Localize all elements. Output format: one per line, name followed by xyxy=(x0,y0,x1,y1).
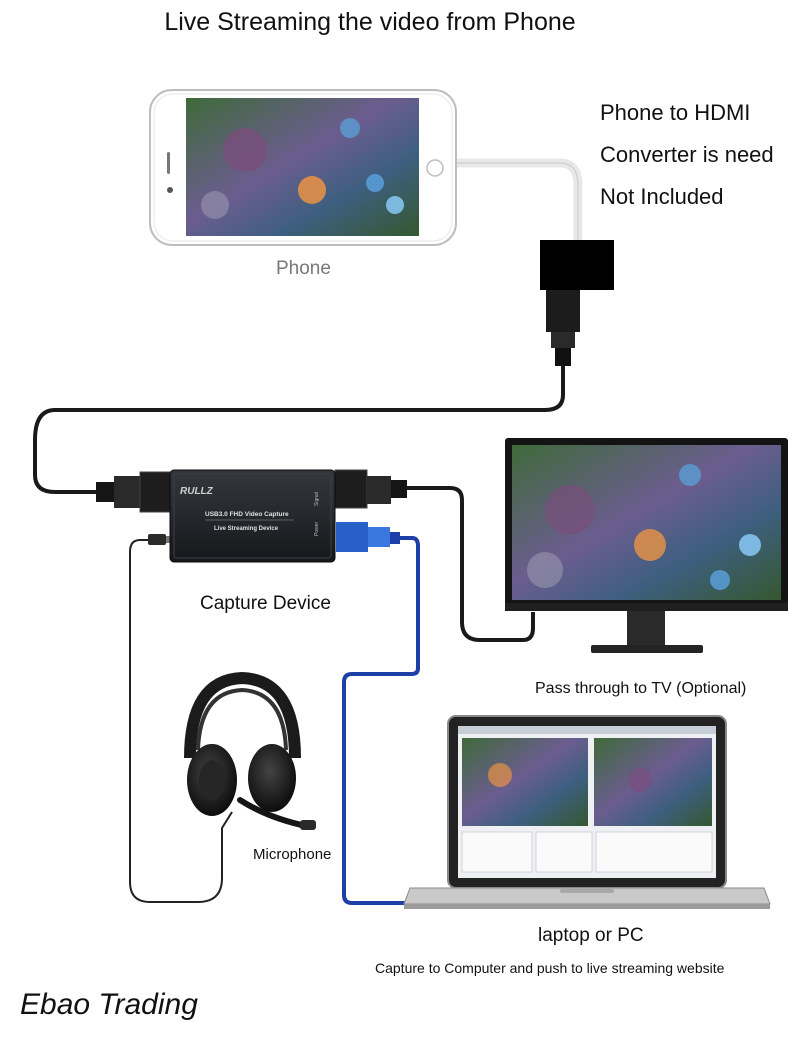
headset xyxy=(184,671,316,830)
tv-monitor xyxy=(505,438,788,653)
phone-lightning-cable xyxy=(455,158,583,240)
usb-plug xyxy=(336,522,400,552)
device-model: USB3.0 FHD Video Capture xyxy=(205,511,289,518)
diagram-title: Live Streaming the video from Phone xyxy=(164,8,576,36)
note-line-2: Converter is need xyxy=(600,142,774,167)
capture-device-label: Capture Device xyxy=(200,593,331,614)
mic-boom xyxy=(237,797,309,829)
hdmi-output-cable xyxy=(405,486,535,642)
phone-label: Phone xyxy=(276,258,331,279)
audio-cable xyxy=(129,539,233,903)
device-port-power: Power xyxy=(314,521,320,536)
capture-device: RULLZ USB3.0 FHD Video Capture Live Stre… xyxy=(169,469,336,563)
adapter-hdmi-plug xyxy=(546,290,580,366)
audio-jack-plug xyxy=(148,534,172,545)
input-hdmi-plug xyxy=(96,471,171,513)
phone xyxy=(149,89,457,246)
laptop xyxy=(403,715,771,909)
device-subtitle: Live Streaming Device xyxy=(214,526,279,532)
phone-screen xyxy=(186,98,419,236)
device-brand: RULLZ xyxy=(180,486,214,497)
phone-camera-icon xyxy=(167,187,173,193)
phone-speaker-icon xyxy=(167,152,170,174)
note-line-3: Not Included xyxy=(600,184,724,209)
output-hdmi-plug xyxy=(334,469,407,509)
hdmi-input-cable xyxy=(33,365,565,494)
note-line-1: Phone to HDMI xyxy=(600,100,751,125)
phone-home-button-icon xyxy=(426,159,444,177)
brand-watermark: Ebao Trading xyxy=(20,988,198,1021)
usb-cable xyxy=(342,536,420,905)
laptop-label: laptop or PC xyxy=(538,925,644,946)
microphone-label: Microphone xyxy=(253,846,332,863)
tv-label: Pass through to TV (Optional) xyxy=(535,680,747,697)
device-port-signal: Signal xyxy=(314,492,320,506)
phone-hdmi-adapter xyxy=(540,240,614,290)
caption: Capture to Computer and push to live str… xyxy=(375,960,725,976)
